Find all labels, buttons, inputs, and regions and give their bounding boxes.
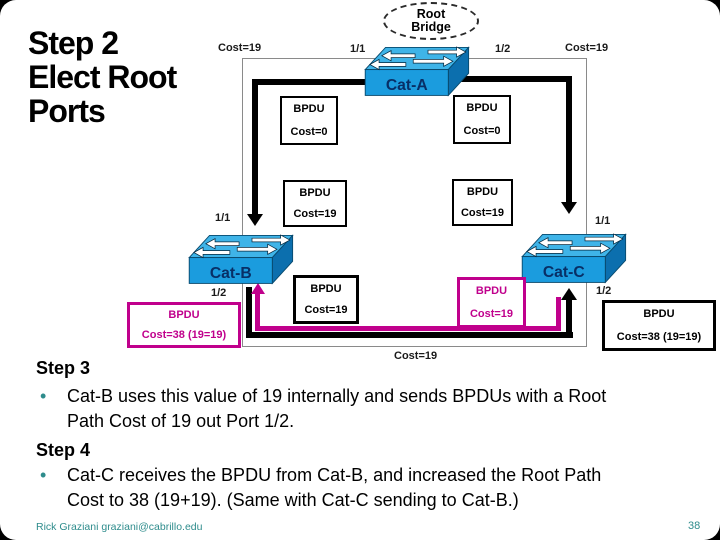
- flow-a-to-b-horizontal: [252, 79, 382, 85]
- flow-a-to-b-vertical: [252, 79, 258, 215]
- step-3-bullet-text: Cat-B uses this value of 19 internally a…: [67, 386, 607, 431]
- flow-b-to-c-right-vertical: [566, 299, 572, 338]
- switch-cat-b-label: Cat-B: [210, 265, 252, 282]
- bpdu-cost: Cost=19: [460, 207, 505, 220]
- step-4-bullet-text: Cat-C receives the BPDU from Cat-B, and …: [67, 465, 602, 510]
- step-3-bullet-item: • Cat-B uses this value of 19 internally…: [40, 384, 632, 434]
- bpdu-title: BPDU: [168, 309, 200, 321]
- port-label-b-1-1: 1/1: [215, 212, 231, 224]
- title-line-2: Elect Root: [28, 59, 177, 95]
- flow-a-to-c-vertical: [566, 76, 572, 203]
- flow-a-to-c-horizontal: [460, 76, 572, 82]
- bpdu-cost: Cost=38 (19=19): [141, 329, 227, 341]
- switch-cat-c-label: Cat-C: [543, 264, 585, 281]
- title-line-3: Ports: [28, 93, 106, 129]
- bpdu-title: BPDU: [466, 102, 498, 115]
- bpdu-box-far-right: BPDU Cost=38 (19=19): [602, 300, 716, 351]
- bpdu-box-top-left: BPDU Cost=0: [280, 96, 338, 145]
- bpdu-title: BPDU: [299, 186, 331, 199]
- bpdu-cost: Cost=19: [469, 307, 514, 320]
- slide-title: Step 2 Elect Root Ports: [28, 25, 177, 129]
- bpdu-title: BPDU: [643, 308, 675, 321]
- bpdu-cost: Cost=38 (19=19): [616, 330, 702, 343]
- bpdu-box-mid-right: BPDU Cost=19: [452, 179, 513, 226]
- switch-cat-a-icon: Cat-A: [364, 46, 470, 97]
- root-bridge-callout: Root Bridge: [383, 2, 479, 40]
- step-4-heading: Step 4: [36, 440, 91, 460]
- port-label-b-1-2: 1/2: [211, 287, 227, 299]
- bpdu-box-bottom-right: BPDU Cost=19: [457, 277, 526, 328]
- flow-c-to-b-right-vertical: [556, 297, 561, 331]
- bpdu-cost: Cost=19: [293, 208, 337, 221]
- port-label-c-1-2: 1/2: [596, 285, 612, 297]
- bpdu-title: BPDU: [310, 282, 342, 295]
- bullet-icon: •: [40, 465, 47, 485]
- port-label-a-1-2: 1/2: [495, 43, 511, 55]
- root-bridge-line-2: Bridge: [411, 20, 451, 34]
- bpdu-box-bottom-left: BPDU Cost=19: [293, 275, 359, 324]
- switch-cat-a-label: Cat-A: [386, 77, 428, 94]
- cost-label-top-left: Cost=19: [218, 42, 262, 54]
- flow-b-to-c-left-vertical: [246, 287, 252, 338]
- port-label-a-1-1: 1/1: [350, 43, 366, 55]
- cost-label-bottom: Cost=19: [394, 350, 438, 362]
- switch-cat-c-icon: Cat-C: [521, 233, 627, 284]
- flow-b-to-c-arrowhead-icon: [561, 288, 577, 300]
- bpdu-box-far-left: BPDU Cost=38 (19=19): [127, 302, 241, 348]
- title-line-1: Step 2: [28, 25, 119, 61]
- flow-c-to-b-left-vertical: [255, 293, 260, 331]
- step-4-bullet-item: • Cat-C receives the BPDU from Cat-B, an…: [40, 463, 632, 513]
- bpdu-title: BPDU: [293, 103, 325, 116]
- bullet-icon: •: [40, 386, 47, 406]
- switch-cat-b-icon: Cat-B: [188, 234, 294, 285]
- page-number: 38: [688, 520, 701, 532]
- flow-a-to-c-arrowhead-icon: [561, 202, 577, 214]
- flow-b-to-c-horizontal: [246, 332, 573, 338]
- flow-c-to-b-arrowhead-icon: [251, 283, 265, 294]
- bpdu-cost: Cost=19: [304, 304, 348, 317]
- flow-c-to-b-horizontal: [255, 326, 561, 331]
- flow-a-to-b-arrowhead-icon: [247, 214, 263, 226]
- root-bridge-line-1: Root: [416, 6, 446, 21]
- bpdu-box-top-right: BPDU Cost=0: [453, 95, 511, 144]
- bpdu-box-mid-left: BPDU Cost=19: [283, 180, 347, 227]
- bpdu-title: BPDU: [475, 285, 508, 298]
- bpdu-cost: Cost=0: [463, 124, 501, 137]
- cost-label-top-right: Cost=19: [565, 42, 609, 54]
- footer-author: Rick Graziani graziani@cabrillo.edu: [36, 521, 203, 533]
- step-3-heading: Step 3: [36, 358, 91, 378]
- port-label-c-1-1: 1/1: [595, 215, 611, 227]
- bpdu-title: BPDU: [466, 185, 499, 198]
- bpdu-cost: Cost=0: [290, 125, 328, 138]
